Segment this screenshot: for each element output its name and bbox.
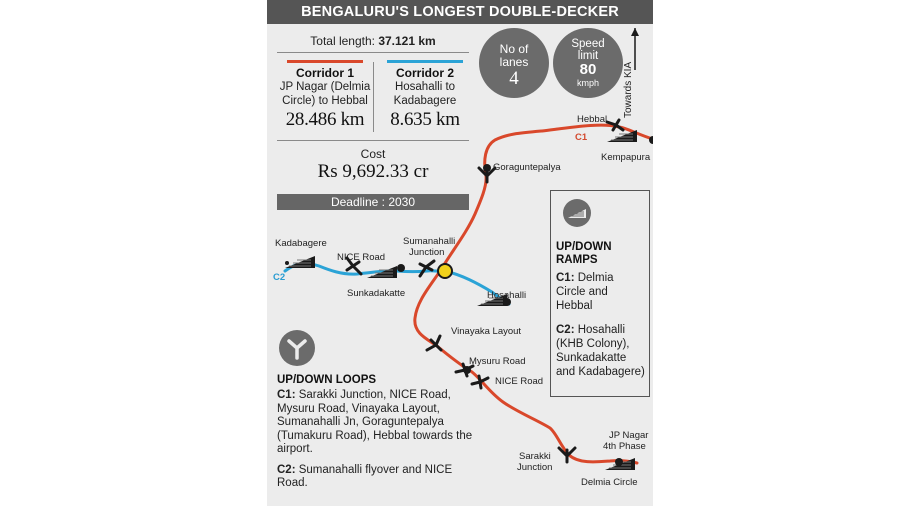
divider [373, 62, 374, 132]
loops-c2: C2: Sumanahalli flyover and NICE Road. [277, 464, 482, 491]
loops-c1-text: Sarakki Junction, NICE Road, Mysuru Road… [277, 389, 473, 455]
ramps-c1-text: Delmia Circle and Hebbal [556, 272, 614, 312]
loops-c2-tag: C2: [277, 463, 296, 476]
ramps-c2-tag: C2: [556, 324, 575, 336]
label-mysuru-road: Mysuru Road [469, 356, 526, 367]
cost-value: Rs 9,692.33 cr [317, 161, 429, 182]
label-sunkadakatte: Sunkadakatte [347, 288, 406, 299]
corridor-1-desc-2: Circle) to Hebbal [282, 95, 368, 107]
label-delmia-circle: Delmia Circle [581, 477, 638, 488]
speed-label-2: limit [577, 50, 599, 62]
divider [277, 140, 469, 141]
ramp-legend-icon [563, 199, 591, 227]
corridor-2-desc-2: Kadabagere [393, 95, 457, 107]
ramp-icon [477, 294, 507, 306]
ramp-icon [285, 256, 315, 268]
loops-c2-text: Sumanahalli flyover and NICE Road. [277, 463, 453, 490]
speed-value: 80 [579, 61, 597, 78]
station-dot [397, 264, 405, 272]
corridor-1-route [413, 123, 653, 465]
total-length-value: 37.121 km [378, 34, 436, 48]
route-map [283, 28, 653, 470]
speed-unit: kmph [576, 78, 599, 88]
sumanahalli-interchange [437, 263, 453, 279]
ramps-c2-text: Hosahalli (KHB Colony), Sunkadakatte and… [556, 324, 645, 378]
total-length-label: Total length: [310, 34, 375, 48]
label-kadabagere: Kadabagere [275, 238, 327, 249]
loops-legend: UP/DOWN LOOPS C1: Sarakki Junction, NICE… [277, 374, 482, 491]
ramps-c1-tag: C1: [556, 272, 575, 284]
divider [277, 52, 469, 53]
speed-badge: Speed limit 80 kmph [553, 28, 623, 98]
loops-c1: C1: Sarakki Junction, NICE Road, Mysuru … [277, 389, 482, 457]
corridor-2-length: 8.635 km [390, 109, 460, 130]
ramps-legend: UP/DOWN RAMPS C1: Delmia Circle and Hebb… [550, 190, 650, 397]
label-jp-nagar-1: JP Nagar [609, 430, 649, 441]
label-vinayaka-layout: Vinayaka Layout [451, 326, 522, 337]
corridor-1-desc-1: JP Nagar (Delmia [279, 81, 371, 93]
cost-label: Cost [360, 147, 386, 161]
ramps-heading-2: RAMPS [556, 254, 598, 266]
station-dot [285, 261, 289, 265]
loops-c1-tag: C1: [277, 389, 296, 401]
speed-label-1: Speed [571, 38, 605, 50]
infographic: BENGALURU'S LONGEST DOUBLE-DECKER Total … [267, 0, 653, 506]
ramp-icon [367, 266, 397, 278]
label-jp-nagar-2: 4th Phase [603, 441, 646, 452]
ramp-icon [607, 130, 637, 142]
label-kempapura: Kempapura [601, 152, 651, 163]
ramps-c2: C2: Hosahalli (KHB Colony), Sunkadakatte… [556, 323, 646, 379]
loops-heading: UP/DOWN LOOPS [277, 374, 377, 386]
corridor-1-swatch [287, 60, 363, 63]
label-sarakki-2: Junction [517, 462, 553, 473]
ramps-c1: C1: Delmia Circle and Hebbal [556, 271, 646, 313]
corridor-2-info: Corridor 2 Hosahalli to Kadabagere 8.635… [377, 60, 473, 131]
label-sumanahalli-2: Junction [409, 247, 445, 258]
corridor-1-info: Corridor 1 JP Nagar (Delmia Circle) to H… [277, 60, 373, 131]
corridor-2-name: Corridor 2 [395, 66, 454, 80]
corridor-2-route [283, 261, 511, 306]
label-nice-road-south: NICE Road [495, 376, 544, 387]
ramps-heading: UP/DOWN RAMPS [556, 241, 612, 267]
lanes-badge: No of lanes 4 [479, 28, 549, 98]
station-dot [503, 298, 511, 306]
corridor-1-name: Corridor 1 [295, 66, 354, 80]
station-dot [463, 366, 471, 374]
label-nice-road-west: NICE Road [337, 252, 386, 263]
station-dot [483, 164, 491, 172]
lanes-label-2: lanes [499, 55, 529, 69]
towards-kia-label: Towards KIA [623, 61, 634, 118]
label-hebbal: Hebbal [577, 114, 608, 125]
label-c2: C2 [273, 272, 286, 283]
label-sarakki-1: Sarakki [519, 451, 551, 462]
corridor-1-length: 28.486 km [285, 109, 365, 130]
label-c1: C1 [575, 132, 588, 143]
page-title: BENGALURU'S LONGEST DOUBLE-DECKER [267, 0, 653, 24]
total-length: Total length: 37.121 km [277, 34, 469, 48]
lanes-label-1: No of [499, 42, 529, 56]
label-sumanahalli-1: Sumanahalli [403, 236, 456, 247]
corridor-2-desc-1: Hosahalli to [394, 81, 456, 93]
station-dot [649, 136, 653, 144]
station-dot [615, 458, 623, 466]
loop-legend-icon [279, 330, 315, 366]
lanes-value: 4 [509, 68, 519, 89]
corridor-2-swatch [387, 60, 463, 63]
deadline-bar: Deadline : 2030 [277, 194, 469, 210]
label-goraguntepalya: Goraguntepalya [493, 162, 561, 173]
label-hosahalli: Hosahalli [487, 290, 527, 301]
ramps-heading-1: UP/DOWN [556, 241, 612, 253]
